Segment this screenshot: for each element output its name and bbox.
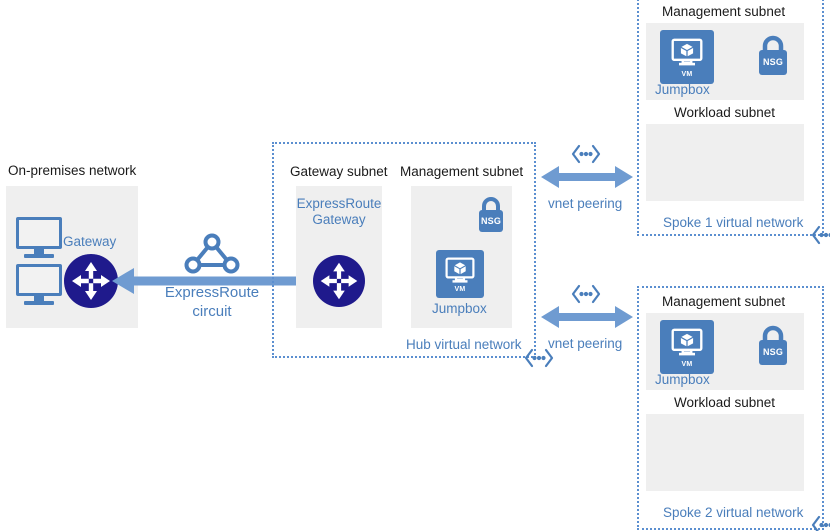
spoke-2-vnet-boundary (637, 286, 824, 530)
hub-er-gateway-line2: Gateway (312, 212, 366, 227)
vm-icon: VM (660, 320, 714, 374)
router-icon (313, 255, 365, 307)
peering-label-2: vnet peering (548, 336, 623, 351)
monitor-icon (16, 264, 62, 306)
spoke-1-management-subnet-title: Management subnet (662, 4, 786, 19)
hub-vnet-boundary (272, 142, 536, 358)
nsg-icon: NSG (755, 32, 791, 78)
expressroute-label-line1: ExpressRoute (164, 284, 260, 301)
hub-gateway-subnet-title: Gateway subnet (290, 164, 388, 179)
spoke-2-vnet-footer: Spoke 2 virtual network (663, 505, 804, 520)
onprem-gateway-label: Gateway (63, 234, 117, 249)
vnet-corner-icon (523, 347, 555, 369)
nsg-label: NSG (480, 215, 502, 226)
spoke-1-workload-subnet-box (646, 124, 804, 201)
hub-vnet-footer: Hub virtual network (406, 337, 522, 352)
vm-label: VM (454, 286, 466, 293)
spoke-2-management-subnet-title: Management subnet (662, 294, 786, 309)
spoke-1-vnet-footer: Spoke 1 virtual network (663, 215, 804, 230)
vnet-corner-icon (810, 224, 830, 246)
vm-label: VM (681, 71, 693, 78)
peering-dots-icon (570, 143, 602, 165)
hub-management-subnet-title: Management subnet (400, 164, 524, 179)
spoke-1-jumpbox-label: Jumpbox (655, 82, 710, 97)
hub-er-gateway-line1: ExpressRoute (296, 196, 382, 211)
expressroute-label-line2: circuit (192, 303, 232, 320)
nsg-icon: NSG (755, 322, 791, 368)
peering-dots-icon (570, 283, 602, 305)
nsg-icon: NSG (475, 194, 507, 234)
spoke-2-jumpbox-label: Jumpbox (655, 372, 710, 387)
expressroute-circuit-icon (183, 232, 241, 274)
router-icon (64, 254, 118, 308)
double-arrow-icon (539, 162, 635, 192)
onprem-title: On-premises network (8, 163, 137, 178)
spoke-2-workload-subnet-title: Workload subnet (674, 395, 776, 410)
nsg-label: NSG (762, 346, 784, 357)
peering-label-1: vnet peering (548, 196, 623, 211)
hub-jumpbox-label: Jumpbox (432, 301, 487, 316)
nsg-label: NSG (762, 56, 784, 67)
vnet-corner-icon (810, 514, 830, 531)
vm-icon: VM (660, 30, 714, 84)
spoke-2-workload-subnet-box (646, 414, 804, 491)
double-arrow-icon (539, 302, 635, 332)
spoke-1-vnet-boundary (637, 0, 824, 236)
spoke-1-workload-subnet-title: Workload subnet (674, 105, 776, 120)
vm-icon: VM (436, 250, 484, 298)
vm-label: VM (681, 361, 693, 368)
expressroute-arrow (108, 265, 308, 297)
monitor-icon (16, 217, 62, 259)
